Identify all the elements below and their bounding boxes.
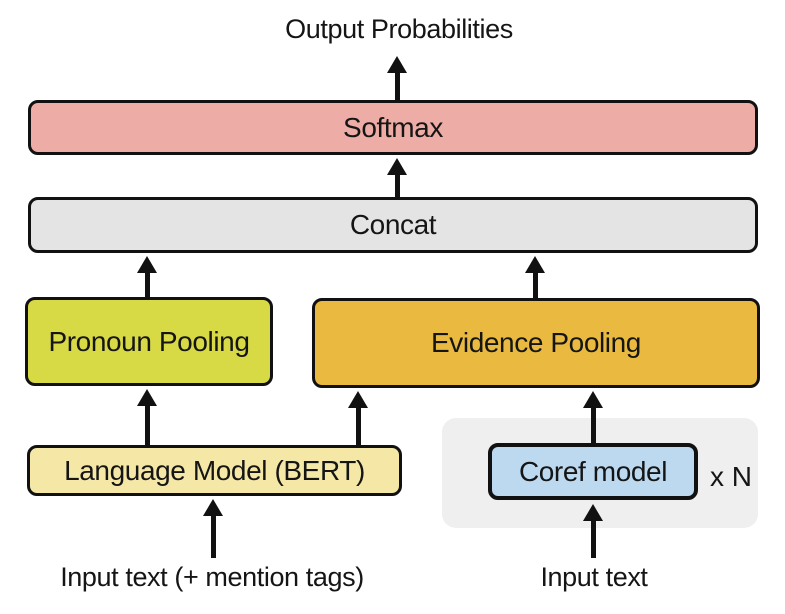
language-model-label: Language Model (BERT) (64, 454, 365, 486)
concat-label: Concat (349, 209, 437, 240)
arrow-evidence-to-concat (524, 256, 545, 299)
repeat-n-times-label: x N (710, 461, 752, 492)
input-text-label: Input text (540, 562, 648, 592)
pronoun-pooling-label: Pronoun Pooling (48, 325, 250, 357)
language-model-node: Language Model (BERT) (27, 445, 402, 496)
arrow-coref-to-evidence (582, 391, 603, 444)
coref-model-node: Coref model (488, 443, 698, 500)
arrow-input-right-to-coref (582, 504, 603, 558)
arrow-lm-to-evidence (347, 391, 368, 446)
arrow-pronoun-to-concat (136, 256, 157, 298)
output-probabilities-label: Output Probabilities (285, 14, 513, 44)
pronoun-pooling-node: Pronoun Pooling (25, 297, 273, 386)
arrow-input-left-to-lm (202, 499, 223, 558)
evidence-pooling-node: Evidence Pooling (312, 298, 760, 388)
softmax-node: Softmax (28, 100, 758, 155)
concat-node: Concat (28, 197, 758, 253)
softmax-label: Softmax (343, 111, 443, 143)
input-text-mention-tags-label: Input text (+ mention tags) (60, 562, 364, 592)
arrow-concat-to-softmax (386, 158, 407, 198)
arrow-softmax-to-output (386, 56, 407, 101)
evidence-pooling-label: Evidence Pooling (431, 327, 641, 358)
arrow-lm-to-pronoun (136, 389, 157, 446)
coref-model-label: Coref model (518, 455, 668, 487)
